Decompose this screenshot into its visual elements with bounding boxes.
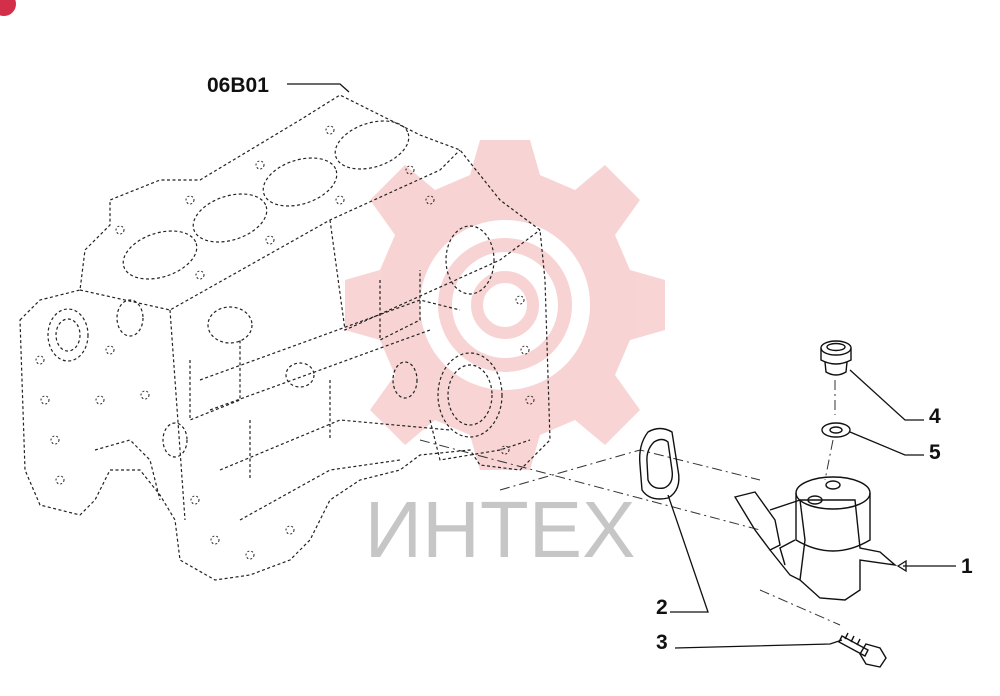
fitting-part bbox=[820, 340, 852, 376]
engine-block bbox=[19, 94, 551, 581]
callout-4-label: 4 bbox=[929, 405, 941, 428]
block-reference-label: 06B01 bbox=[207, 74, 269, 97]
gasket-part bbox=[638, 427, 680, 500]
callout-3-label: 3 bbox=[656, 631, 668, 654]
callout-1-label: 1 bbox=[961, 555, 973, 578]
leader-lines bbox=[287, 83, 956, 649]
bolt-part bbox=[838, 632, 887, 668]
watermark-text: ИНТЕХ bbox=[365, 485, 636, 574]
watermark-gear-logo bbox=[345, 140, 665, 470]
fuel-pump-part bbox=[733, 476, 898, 601]
callout-2-label: 2 bbox=[656, 596, 668, 619]
washer-part bbox=[821, 422, 851, 438]
callout-5-label: 5 bbox=[929, 441, 941, 464]
corner-badge bbox=[0, 0, 16, 16]
